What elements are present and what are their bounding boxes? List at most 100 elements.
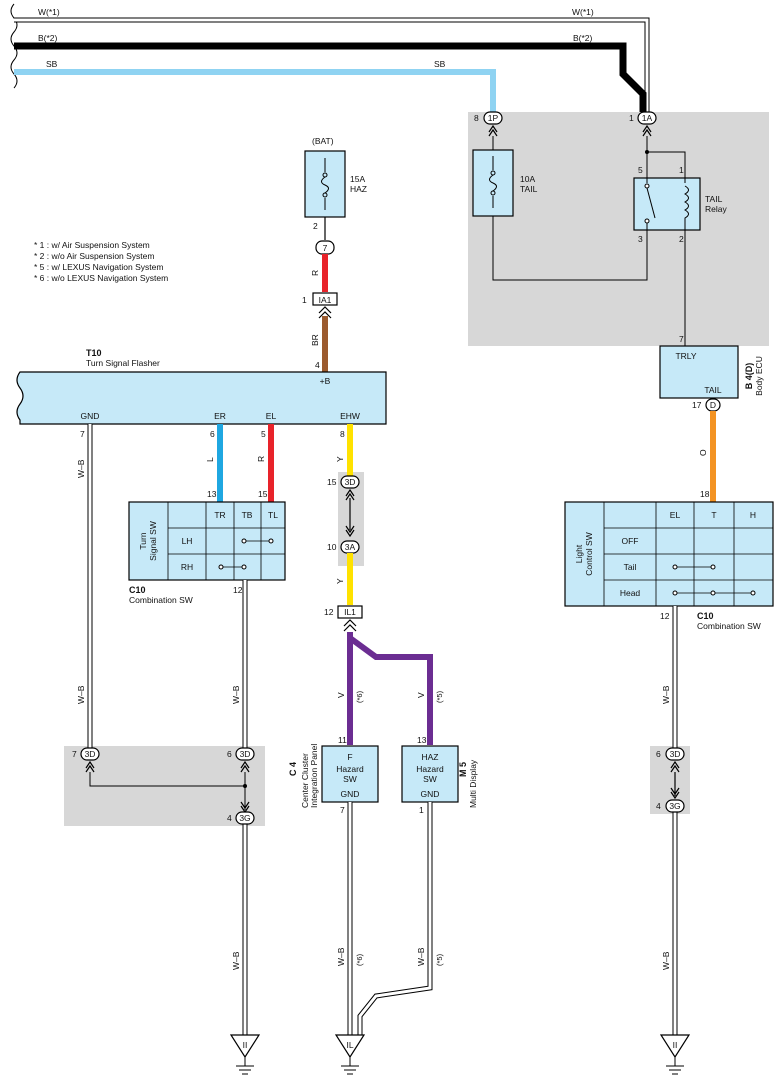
wire-label-v5: V [416, 692, 426, 698]
tail-relay-pin-3: 3 [638, 234, 643, 244]
flasher-el: EL [266, 411, 277, 421]
note-2: * 2 : w/o Air Suspension System [34, 251, 154, 261]
turn-sw-col-tl: TL [268, 510, 278, 520]
flasher-pin-b: 4 [315, 360, 320, 370]
hazard-m5-pin-bot: 1 [419, 805, 424, 815]
wire-label-v5-note: (*5) [435, 690, 444, 703]
turn-sw-col-tb: TB [242, 510, 253, 520]
tail-relay-panel [468, 112, 769, 346]
ground-label-left: II [243, 1040, 248, 1050]
body-ecu-trly: TRLY [675, 351, 696, 361]
turn-sw-row-rh: RH [181, 562, 193, 572]
connector-3g-right-pin: 4 [656, 801, 661, 811]
hazard-c4-l1: F [347, 752, 352, 762]
connector-3d-mid-pin: 6 [227, 749, 232, 759]
ground-symbol-mid [334, 1034, 366, 1075]
tail-fuse-name: TAIL [520, 184, 538, 194]
turn-sw-pin-gnd: 12 [233, 585, 243, 595]
wire-wb-flasher-ground [87, 424, 248, 1035]
connector-3g-left [235, 811, 255, 825]
connector-3g-right [665, 799, 685, 813]
wire-label-v6-note: (*6) [355, 690, 364, 703]
hazard-m5-pin-top: 13 [417, 735, 427, 745]
turn-sw-name: Combination SW [129, 595, 193, 605]
hazard-m5-gnd: GND [421, 789, 440, 799]
turn-sw-title-1: Turn [138, 532, 148, 549]
turn-sw-pin-tr: 13 [207, 489, 217, 499]
ground-label-right: II [673, 1040, 678, 1050]
svg-text:3D: 3D [345, 477, 356, 487]
ground-symbol-left [229, 1034, 261, 1075]
wire-label-l: L [205, 457, 215, 462]
wire-label-wb5: W–B [661, 685, 671, 704]
turn-sw-id: C10 [129, 585, 146, 595]
tail-relay-label-1: TAIL [705, 194, 723, 204]
tail-relay-label-2: Relay [705, 204, 727, 214]
light-control-sw [564, 501, 774, 607]
hazard-c4-name-1: Center Cluster [300, 753, 310, 808]
flasher-plus-b: +B [320, 376, 331, 386]
ground-symbol-right [659, 1034, 691, 1075]
svg-text:IA1: IA1 [319, 295, 332, 305]
wire-label-wb8: W–B [416, 947, 426, 966]
svg-text:3G: 3G [239, 813, 250, 823]
tail-fuse-rating: 10A [520, 174, 535, 184]
wire-v [347, 632, 433, 745]
hazard-m5-name: Multi Display [468, 759, 478, 808]
wire-label-wb7-note: (*6) [355, 953, 364, 966]
light-sw-row-off: OFF [622, 536, 639, 546]
connector-d-pin: 17 [692, 400, 702, 410]
haz-fuse-pin: 2 [313, 221, 318, 231]
fuse-icon [321, 176, 329, 194]
wire-label-b-right: B(*2) [573, 33, 593, 43]
connector-ia1-pin: 1 [302, 295, 307, 305]
hazard-c4-name-2: Integration Panel [309, 744, 319, 808]
light-sw-id: C10 [697, 611, 714, 621]
wire-label-wb8-note: (*5) [435, 953, 444, 966]
wire-label-wb6: W–B [661, 951, 671, 970]
tail-relay-pin-5: 5 [638, 165, 643, 175]
hazard-c4-id: C 4 [288, 762, 298, 776]
wire-label-o: O [698, 449, 708, 456]
svg-text:3A: 3A [345, 542, 356, 552]
wire-label-wb1: W–B [76, 459, 86, 478]
turn-sw-title-2: Signal SW [148, 521, 158, 561]
body-ecu-id: B 4(D) [744, 363, 754, 390]
wire-w [14, 17, 650, 112]
turn-signal-sw [128, 501, 286, 581]
hazard-c4-gnd: GND [341, 789, 360, 799]
tail-relay-pin-2: 2 [679, 234, 684, 244]
wire-sb [14, 69, 496, 112]
hazard-m5-id: M 5 [458, 762, 468, 777]
connector-3d-left [80, 747, 100, 761]
wire-label-y-top: Y [335, 456, 345, 462]
connector-il1 [337, 605, 363, 619]
flasher-gnd: GND [81, 411, 100, 421]
light-sw-col-el: EL [670, 510, 681, 520]
light-sw-col-t: T [711, 510, 716, 520]
tail-relay-box [633, 177, 701, 231]
svg-text:D: D [710, 400, 716, 410]
body-ecu-tail: TAIL [704, 385, 722, 395]
connector-3g-left-pin: 4 [227, 813, 232, 823]
light-sw-title-2: Control SW [584, 532, 594, 575]
tail-relay-pin-7: 7 [679, 334, 684, 344]
hazard-m5-l3: SW [423, 774, 437, 784]
wire-label-r-el: R [256, 456, 266, 462]
wire-label-y-mid: Y [335, 578, 345, 584]
wire-label-wb3: W–B [231, 685, 241, 704]
turn-sw-row-lh: LH [182, 536, 193, 546]
wire-label-br: BR [310, 334, 320, 346]
hazard-c4-l3: SW [343, 774, 357, 784]
light-sw-title-1: Light [574, 544, 584, 563]
svg-text:7: 7 [323, 243, 328, 253]
note-4: * 6 : w/o LEXUS Navigation System [34, 273, 168, 283]
turn-sw-col-tr: TR [214, 510, 225, 520]
fuse-icon [489, 174, 497, 192]
wire-label-sb-right: SB [434, 59, 446, 69]
svg-text:3D: 3D [85, 749, 96, 759]
hazard-sw-m5-box [401, 745, 459, 803]
flasher-pin-er: 6 [210, 429, 215, 439]
wire-label-wb4: W–B [231, 951, 241, 970]
